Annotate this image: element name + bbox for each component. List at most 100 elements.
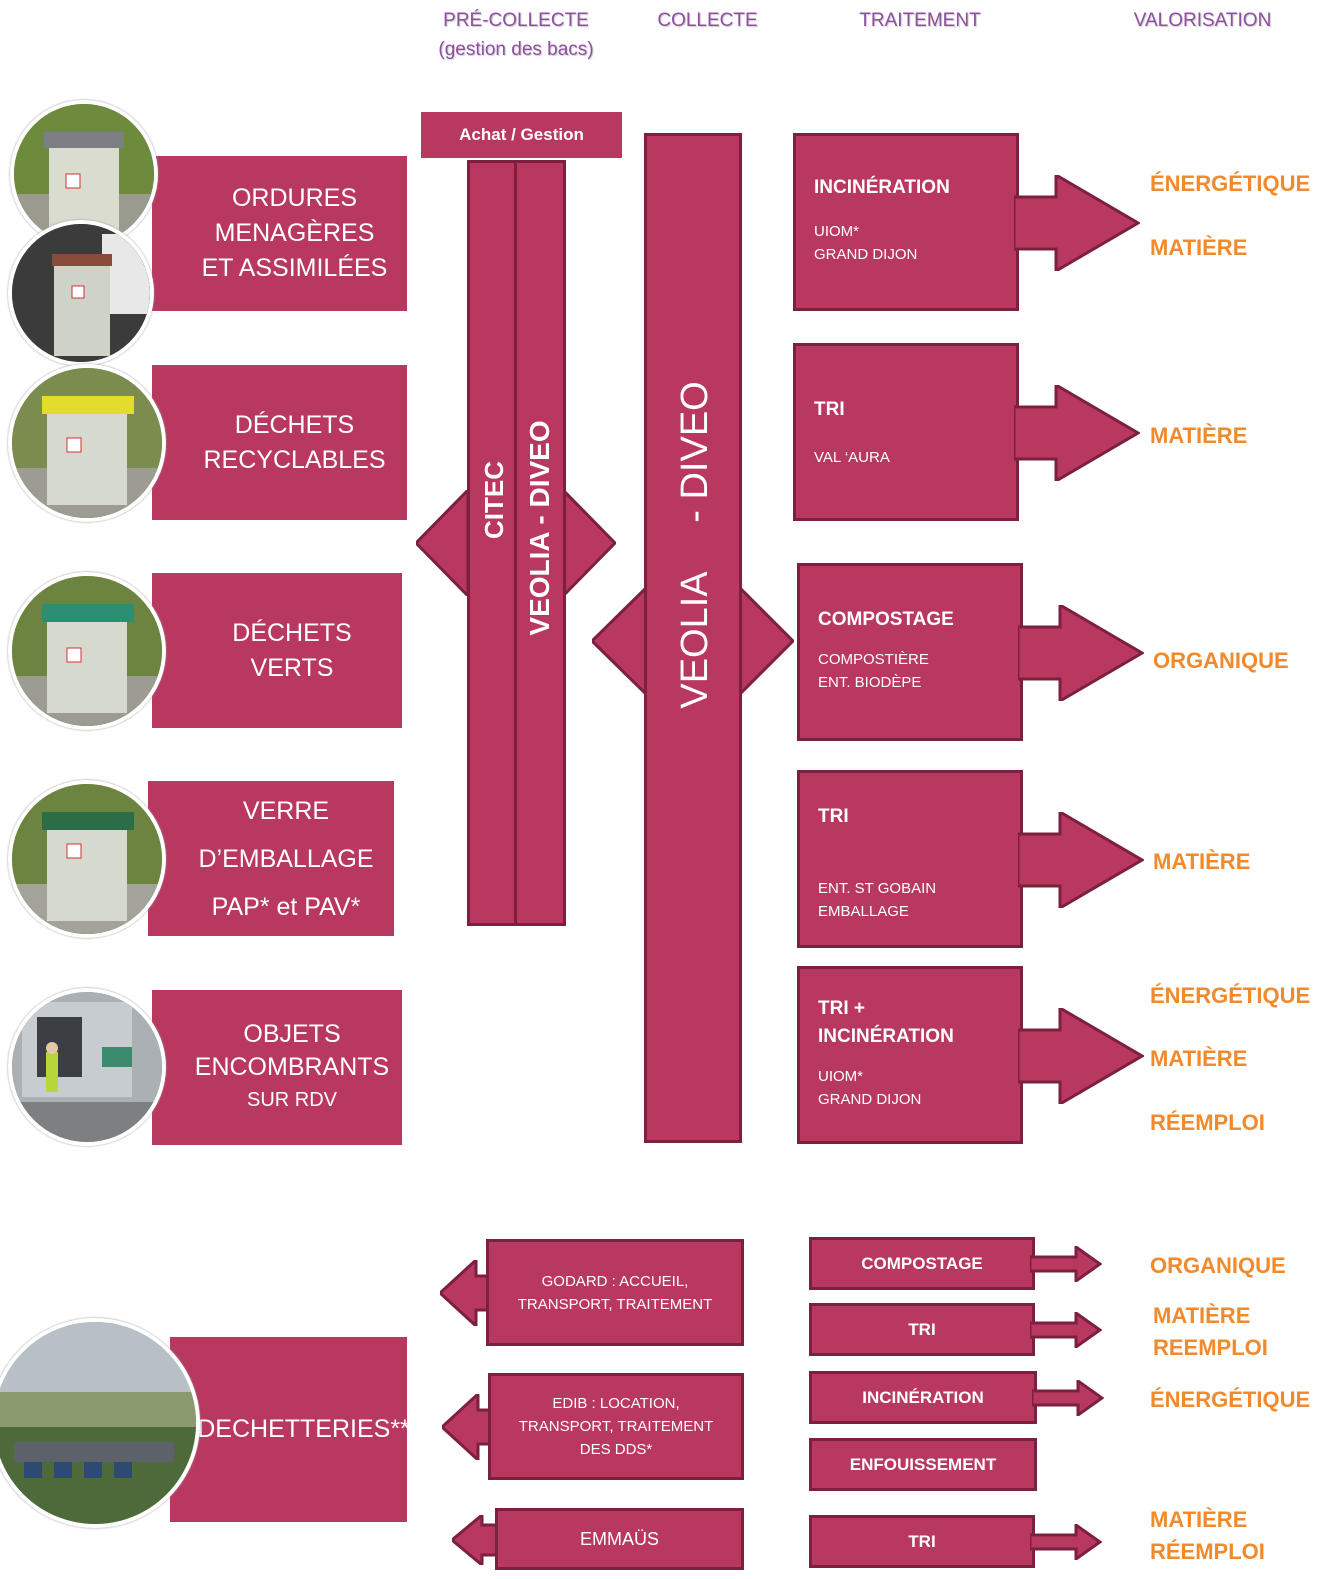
provider-line: GODARD : ACCUEIL, xyxy=(541,1272,689,1290)
traitement-sub: ENT. ST GOBAIN EMBALLAGE xyxy=(818,877,1020,923)
traitement-compostage: COMPOSTAGE COMPOSTIÈRE ENT. BIODÈPE xyxy=(797,563,1023,741)
dech-tri-2: TRI xyxy=(809,1515,1035,1568)
header-precollecte: PRÉ-COLLECTE (gestion des bacs) xyxy=(420,6,612,64)
collecte-diveo-label: - DIVEO xyxy=(674,381,716,523)
stream-label-line: RECYCLABLES xyxy=(203,445,386,474)
dech-val-organique: ORGANIQUE xyxy=(1150,1253,1286,1278)
traitement-tri-valaura: TRI VAL ‘AURA xyxy=(793,343,1019,521)
stream-label-line: PAP* et PAV* xyxy=(211,892,361,921)
traitement-sub-line: GRAND DIJON xyxy=(814,246,918,263)
stream-verre-emballage: VERRE D’EMBALLAGE PAP* et PAV* xyxy=(148,781,394,936)
dech-treatment-label: COMPOSTAGE xyxy=(861,1253,983,1273)
valorisation-reemploi: RÉEMPLOI xyxy=(1150,1110,1265,1135)
traitement-sub-line: ENT. BIODÈPE xyxy=(818,674,922,691)
collecte-bar xyxy=(644,133,742,1143)
provider-line: DES DDS* xyxy=(579,1441,653,1458)
bin-green-lid-icon xyxy=(8,572,166,730)
header-valorisation: VALORISATION xyxy=(1133,10,1272,31)
traitement-arrow-3 xyxy=(1018,605,1144,701)
traitement-tri-stgobain: TRI ENT. ST GOBAIN EMBALLAGE xyxy=(797,770,1023,948)
dech-arrow-1 xyxy=(1030,1246,1102,1282)
provider-line: TRANSPORT, TRAITEMENT xyxy=(518,1418,714,1435)
stream-label-line: VERRE xyxy=(242,796,330,825)
header-collecte: COLLECTE xyxy=(657,10,758,31)
collecte-veolia-label: VEOLIA xyxy=(674,571,716,709)
traitement-title: TRI xyxy=(818,806,849,827)
traitement-sub: UIOM* GRAND DIJON xyxy=(818,1065,1020,1111)
stream-dechets-verts: DÉCHETS VERTS xyxy=(152,573,402,728)
dech-treatment-label: INCINÉRATION xyxy=(862,1387,984,1407)
provider-emmaus: EMMAÜS xyxy=(495,1508,744,1570)
dech-treatment-label: TRI xyxy=(908,1531,936,1551)
emmaus-arrow-icon xyxy=(452,1515,504,1565)
traitement-sub-line: EMBALLAGE xyxy=(818,903,909,920)
dech-enfouissement: ENFOUISSEMENT xyxy=(809,1438,1037,1491)
stream-label-line: ORDURES xyxy=(231,184,357,212)
provider-edib: EDIB : LOCATION, TRANSPORT, TRAITEMENT D… xyxy=(488,1373,744,1480)
traitement-sub: COMPOSTIÈRE ENT. BIODÈPE xyxy=(818,648,1020,694)
dech-incineration: INCINÉRATION xyxy=(809,1371,1037,1424)
valorisation-matiere: MATIÈRE xyxy=(1150,235,1248,260)
traitement-sub-line: GRAND DIJON xyxy=(818,1091,922,1108)
dech-arrow-2 xyxy=(1030,1312,1102,1348)
recycling-center-icon xyxy=(0,1318,200,1528)
stream-dechetteries: DECHETTERIES** xyxy=(170,1337,410,1522)
achat-gestion-label: Achat / Gestion xyxy=(421,112,622,158)
veolia-diveo-precollecte-label: VEOLIA - DIVEO xyxy=(524,420,555,636)
valorisation-organique: ORGANIQUE xyxy=(1153,648,1289,673)
dech-val-energetique: ÉNERGÉTIQUE xyxy=(1150,1387,1311,1412)
stream-label-line: VERTS xyxy=(250,653,334,682)
traitement-sub-line: VAL ‘AURA xyxy=(814,449,890,466)
stream-label-line: DÉCHETS xyxy=(234,410,355,439)
stream-label-line: ET ASSIMILÉES xyxy=(201,254,388,282)
dech-arrow-3 xyxy=(1032,1380,1104,1416)
stream-label-line: SUR RDV xyxy=(246,1089,337,1111)
stream-label-line: MENAGÈRES xyxy=(214,219,375,247)
veolia-diveo-precollecte-bar xyxy=(514,160,566,926)
dech-tri: TRI xyxy=(809,1303,1035,1356)
dech-val-matiere: MATIÈRE xyxy=(1153,1303,1251,1328)
traitement-title: TRI + INCINÉRATION xyxy=(818,995,1020,1051)
stream-objets-encombrants: OBJETS ENCOMBRANTS SUR RDV xyxy=(152,990,402,1145)
stream-dechets-recyclables: DÉCHETS RECYCLABLES xyxy=(152,365,407,520)
valorisation-matiere: MATIÈRE xyxy=(1150,1046,1248,1071)
provider-line: TRANSPORT, TRAITEMENT xyxy=(517,1295,713,1313)
valorisation-energetique: ÉNERGÉTIQUE xyxy=(1150,171,1311,196)
garbage-truck-icon xyxy=(8,988,166,1146)
edib-arrow-icon xyxy=(442,1394,498,1460)
dech-treatment-label: TRI xyxy=(908,1319,936,1339)
bin-dark-green-lid-icon xyxy=(8,780,166,938)
traitement-sub-line: ENT. ST GOBAIN xyxy=(818,880,937,897)
traitement-title-line: TRI + xyxy=(818,998,865,1019)
provider-godard: GODARD : ACCUEIL, TRANSPORT, TRAITEMENT xyxy=(486,1239,744,1346)
traitement-arrow-4 xyxy=(1018,812,1144,908)
traitement-sub-line: UIOM* xyxy=(814,223,859,240)
precollecte-double-arrow xyxy=(416,490,616,596)
dech-val-reemploi-2: RÉEMPLOI xyxy=(1150,1539,1265,1564)
bin-brown-lid-icon xyxy=(8,220,154,366)
traitement-sub: VAL ‘AURA xyxy=(814,446,1016,469)
achat-gestion-text: Achat / Gestion xyxy=(459,125,584,144)
header-precollecte-sub: (gestion des bacs) xyxy=(438,39,594,60)
stream-ordures-menageres: ORDURES MENAGÈRES ET ASSIMILÉES xyxy=(152,156,407,311)
dech-treatment-label: ENFOUISSEMENT xyxy=(849,1454,997,1474)
stream-label-line: ENCOMBRANTS xyxy=(194,1053,390,1081)
dech-arrow-5 xyxy=(1030,1524,1102,1560)
traitement-title: COMPOSTAGE xyxy=(818,609,954,630)
traitement-arrow-1 xyxy=(1014,175,1140,271)
dech-val-matiere-2: MATIÈRE xyxy=(1150,1507,1248,1532)
citec-label: CITEC xyxy=(479,461,509,539)
traitement-sub: UIOM* GRAND DIJON xyxy=(814,220,1016,266)
stream-label-line: DÉCHETS xyxy=(232,618,352,647)
traitement-title-line: INCINÉRATION xyxy=(818,1026,954,1047)
valorisation-energetique: ÉNERGÉTIQUE xyxy=(1150,983,1311,1008)
traitement-sub-line: UIOM* xyxy=(818,1068,863,1085)
godard-arrow-icon xyxy=(440,1260,496,1326)
traitement-tri-incineration: TRI + INCINÉRATION UIOM* GRAND DIJON xyxy=(797,966,1023,1144)
traitement-arrow-2 xyxy=(1014,385,1140,481)
traitement-arrow-5 xyxy=(1018,1008,1144,1104)
dech-val-reemploi: REEMPLOI xyxy=(1153,1335,1268,1360)
bin-yellow-lid-icon xyxy=(8,364,166,522)
provider-line: EDIB : LOCATION, xyxy=(552,1395,680,1412)
traitement-title: TRI xyxy=(814,399,845,420)
